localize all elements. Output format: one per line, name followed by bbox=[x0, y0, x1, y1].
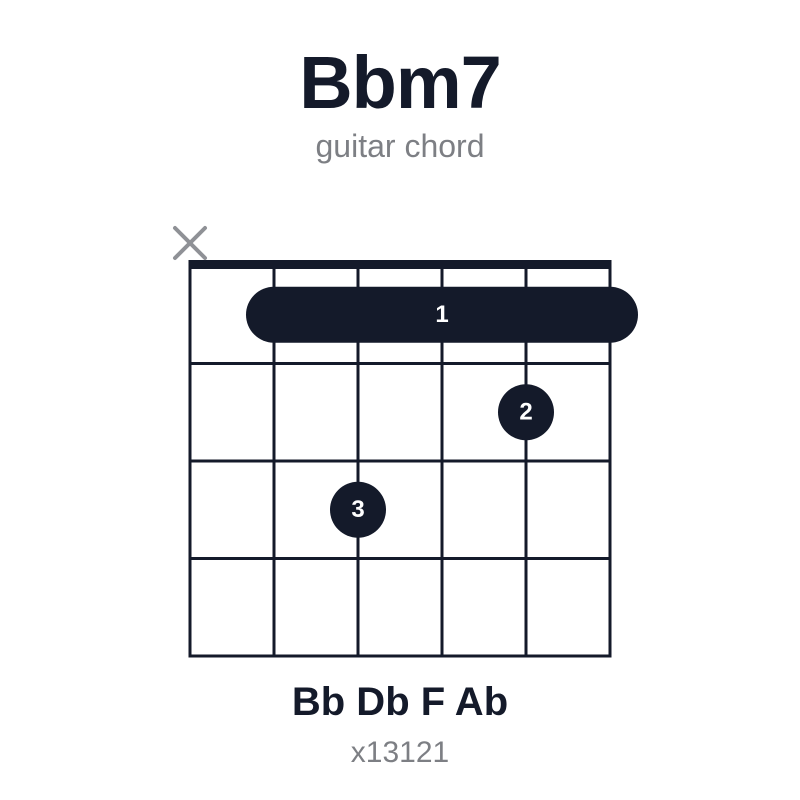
nut bbox=[188, 260, 612, 269]
muted-string-icon bbox=[173, 226, 207, 260]
barre-finger-label: 1 bbox=[435, 301, 448, 328]
finger-dot bbox=[330, 481, 386, 538]
chord-name: Bbm7 bbox=[299, 41, 502, 124]
finger-dot-label: 2 bbox=[519, 399, 532, 426]
barre-marker bbox=[246, 286, 638, 343]
finger-dot bbox=[498, 384, 554, 441]
finger-dot-label: 3 bbox=[351, 496, 364, 523]
chord-fingering: x13121 bbox=[350, 736, 450, 769]
chord-notes: Bb Db F Ab bbox=[291, 680, 509, 724]
chord-subtitle: guitar chord bbox=[315, 128, 485, 164]
finger-markers: 1 2 3 bbox=[173, 226, 638, 538]
